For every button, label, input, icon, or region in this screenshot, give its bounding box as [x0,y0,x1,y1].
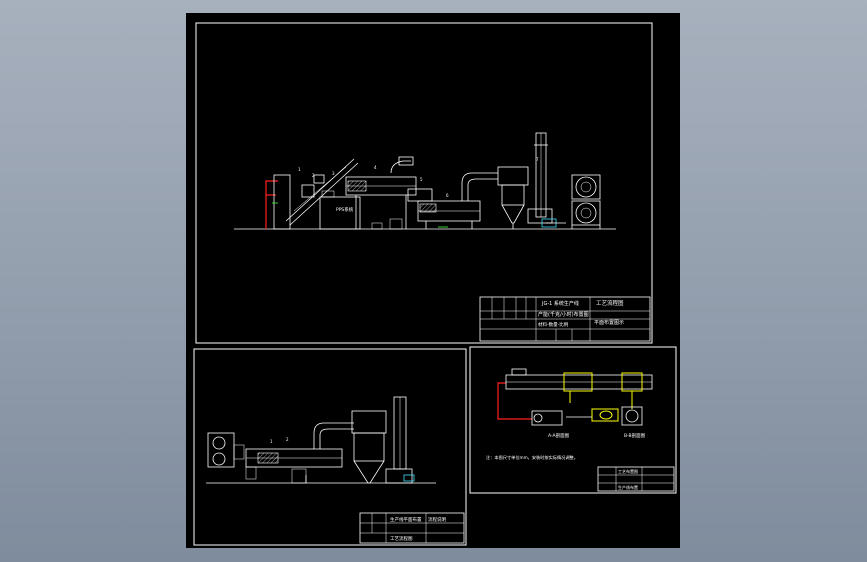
main-view: 1 2 3 4 5 6 7 PPS系统 [195,22,653,344]
dryer-drum-upper [345,156,417,229]
cad-drawing: 1 2 3 4 5 6 7 PPS系统 [193,22,677,546]
title-line2: 产能(千克/小时)布置图 [538,311,589,318]
lower-left-view: 1 2 生产线平面布置 流程说明 工艺流程图 [193,348,467,546]
tag-label: 5 [420,177,423,182]
lower-left-frame [193,348,467,546]
tag-label: 1 [270,439,273,444]
tag-label: 4 [374,165,377,170]
lr-drum [505,368,653,409]
section-label-b: B-B剖面图 [624,432,646,439]
ll-dryer: 1 2 [245,437,343,484]
right-title: 工艺流程图 [596,299,624,307]
machine-base: PPS系统 [319,190,361,230]
ll-piping-red [497,382,532,420]
lr-note: 注：本图尺寸单位mm，安装时按实际情况调整。 [486,454,578,461]
ll-stack [385,396,415,484]
exhaust-stack [527,132,566,228]
main-view-frame [195,22,653,344]
inclined-conveyor [285,158,359,226]
machine-label: PPS系统 [336,206,354,213]
tag-label: 2 [312,173,315,178]
tag-label: 3 [332,171,335,176]
tag-label: 7 [536,157,539,162]
lower-right-frame [469,346,677,494]
cyclone-separator [501,184,525,229]
ll-duct [313,410,387,484]
tag-label: 6 [446,193,449,198]
tag-label: 1 [298,167,301,172]
ll-title-line1: 生产线平面布置 [390,516,422,523]
lr-lower-components: A-A剖面图 B-B剖面图 [531,406,646,439]
title-sub-note: 材料-数量-比例 [538,321,569,328]
ll-title-line2: 流程说明 [428,516,446,523]
main-tags: 1 2 3 4 5 6 7 [298,157,539,198]
drawing-sheet: 1 2 3 4 5 6 7 PPS系统 [186,13,680,548]
air-duct [461,166,529,201]
dryer-drum-lower [371,188,481,230]
lr-title-line2: 生产线布置 [618,484,638,490]
ll-title-line3: 工艺流程图 [390,535,413,542]
section-label-a: A-A剖面图 [548,432,570,439]
lower-right-view: A-A剖面图 B-B剖面图 注：本图尺寸单位mm，安装时按实际情况调整。 工艺布… [469,346,677,494]
ll-left-unit [207,432,245,468]
title-footer-note: 平面布置图示 [594,319,624,326]
fan-units [571,174,601,229]
lr-title-block: 工艺布置图 生产线布置 [597,466,675,492]
feed-hopper [265,174,291,230]
main-title-block: JG-1 系统生产线 产能(千克/小时)布置图 工艺流程图 材料-数量-比例 平… [479,296,651,342]
ll-title-block: 生产线平面布置 流程说明 工艺流程图 [359,512,465,544]
tag-label: 2 [286,437,289,442]
title-line1: JG-1 系统生产线 [541,300,579,307]
lr-title-line1: 工艺布置图 [618,468,638,474]
